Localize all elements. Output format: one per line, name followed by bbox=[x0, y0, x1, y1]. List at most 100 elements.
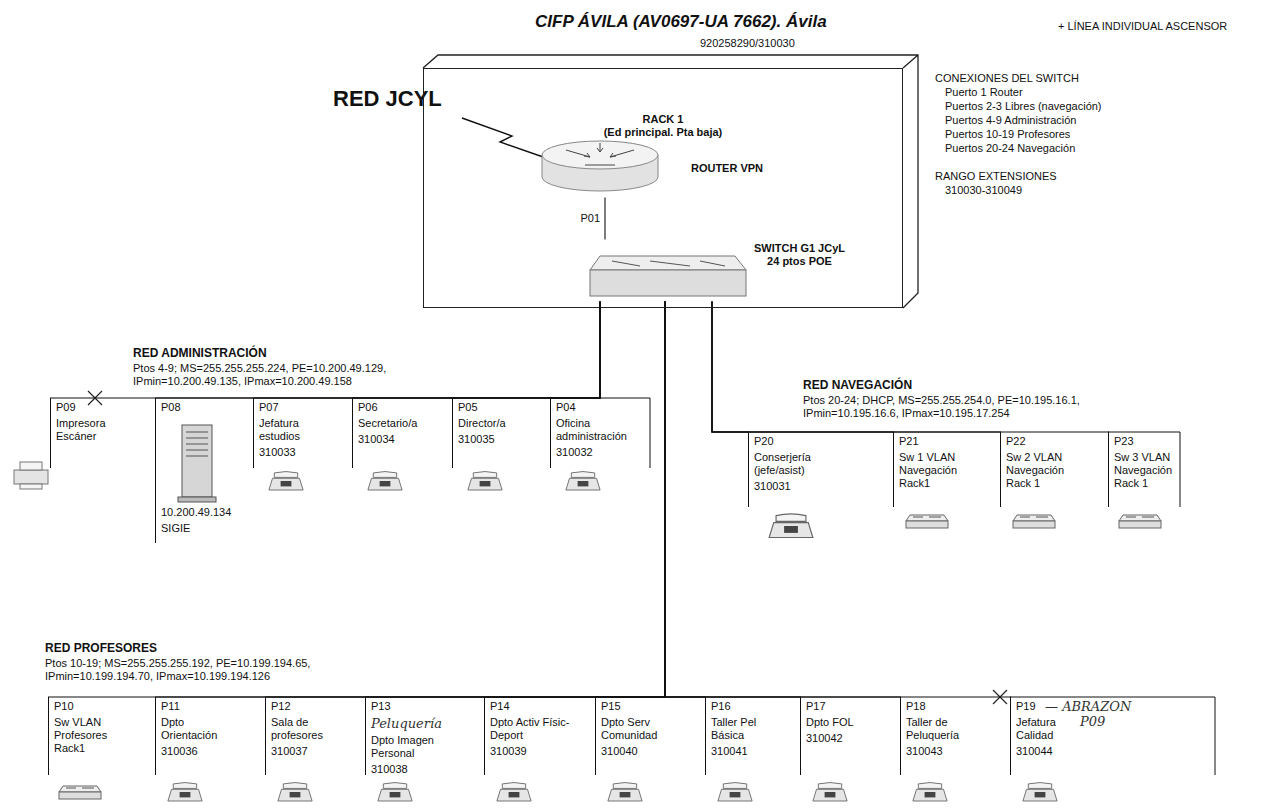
network-link bbox=[266, 302, 666, 698]
note-label: Puerto 1 Router bbox=[945, 86, 1023, 99]
note-label: Puertos 20-24 Navegación bbox=[945, 142, 1075, 155]
port-description: 310035 bbox=[458, 433, 538, 446]
network-link bbox=[485, 302, 666, 698]
teacher-port: P18Taller de Peluquería310043 bbox=[900, 697, 1010, 775]
phone-icon bbox=[168, 783, 202, 801]
port-description: 310039 bbox=[490, 745, 570, 758]
network-link bbox=[551, 302, 601, 399]
port-description: 310041 bbox=[711, 745, 791, 758]
note-label: 310030-310049 bbox=[945, 184, 1022, 197]
nav-port: P22Sw 2 VLAN Navegación Rack 1 bbox=[1000, 432, 1108, 507]
port-description: 310040 bbox=[601, 745, 681, 758]
node-label: RACK 1 bbox=[424, 113, 902, 126]
port-number: P23 bbox=[1114, 435, 1177, 448]
network-link bbox=[596, 302, 666, 698]
bus-end-line bbox=[600, 398, 1215, 775]
port-number: P11 bbox=[161, 700, 262, 713]
port-number: P20 bbox=[754, 435, 890, 448]
printer-icon bbox=[14, 462, 48, 489]
switch-node: SWITCH G1 JCyL24 ptos POE bbox=[588, 240, 850, 302]
network-link bbox=[453, 302, 601, 399]
port-label: P01 bbox=[579, 212, 601, 225]
port-number: P09 bbox=[56, 401, 152, 414]
phone-icon bbox=[378, 783, 412, 801]
note-label: RED JCYL bbox=[333, 86, 442, 112]
note-label: RED ADMINISTRACIÓN bbox=[133, 346, 267, 360]
port-description: Peluquería bbox=[371, 716, 451, 731]
port-description: Jefatura estudios bbox=[259, 417, 339, 443]
teacher-port: P11Dpto Orientación 310036 bbox=[155, 697, 265, 775]
port-number: P10 bbox=[54, 700, 152, 713]
phone-icon bbox=[718, 783, 752, 801]
note-label: Puertos 2-3 Libres (navegación) bbox=[945, 100, 1102, 113]
network-link bbox=[353, 302, 601, 399]
network-link bbox=[604, 198, 605, 240]
port-number: P22 bbox=[1006, 435, 1105, 448]
router-icon bbox=[542, 141, 658, 191]
note-label: RANGO EXTENSIONES bbox=[935, 170, 1057, 183]
node-label: (Ed principal. Pta baja) bbox=[424, 126, 902, 139]
port-description: Sw VLAN Profesores Rack1 bbox=[54, 716, 134, 755]
port-description: 310034 bbox=[358, 433, 438, 446]
note-label: RED PROFESORES bbox=[45, 641, 157, 655]
port-description: Impresora Escáner bbox=[56, 417, 136, 443]
port-description: 310031 bbox=[754, 480, 834, 493]
phone-icon bbox=[468, 472, 502, 490]
rack-box: RACK 1(Ed principal. Pta baja) ROUTER VPN… bbox=[423, 68, 903, 308]
node-label: ROUTER VPN bbox=[685, 162, 770, 175]
node-label: 24 ptos POE bbox=[750, 255, 850, 268]
nav-port: P21Sw 1 VLAN Navegación Rack1 bbox=[893, 432, 1000, 507]
port-number: P18 bbox=[906, 700, 1007, 713]
phone-icon bbox=[566, 472, 600, 490]
port-description: Taller Pel Básica bbox=[711, 716, 791, 742]
note-label: 920258290/310030 bbox=[700, 37, 795, 50]
teacher-port: P12Sala de profesores310037 bbox=[265, 697, 365, 775]
port-description: Dpto FOL bbox=[806, 716, 886, 729]
port-description: 310037 bbox=[271, 745, 351, 758]
switch-icon bbox=[590, 256, 746, 296]
port-number: P04 bbox=[556, 401, 647, 414]
network-link bbox=[51, 302, 601, 399]
port-description: 310043 bbox=[906, 745, 986, 758]
note-label: Puertos 4-9 Administración bbox=[945, 114, 1076, 127]
vlan-switch-icon bbox=[59, 786, 101, 799]
phone-icon bbox=[368, 472, 402, 490]
note-label: RED NAVEGACIÓN bbox=[803, 378, 912, 392]
wan-link bbox=[462, 118, 546, 158]
network-link bbox=[712, 302, 749, 433]
admin-port: P05Director/a310035 bbox=[452, 398, 550, 468]
port-number: P06 bbox=[358, 401, 449, 414]
port-description: Sw 3 VLAN Navegación Rack 1 bbox=[1114, 451, 1177, 490]
node-label: SWITCH G1 JCyL bbox=[750, 242, 850, 255]
port-description: Oficina administración bbox=[556, 417, 636, 443]
port-description: 310036 bbox=[161, 745, 241, 758]
port-description: Dpto Orientación bbox=[161, 716, 241, 742]
port-description: Dpto Imagen Personal bbox=[371, 734, 451, 760]
port-description: 310044 bbox=[1016, 745, 1096, 758]
port-description: 310042 bbox=[806, 732, 886, 745]
phone-icon bbox=[769, 514, 813, 538]
network-link bbox=[366, 302, 666, 698]
phone-icon bbox=[168, 472, 1057, 801]
phone-icon bbox=[278, 783, 312, 801]
note-label: + LÍNEA INDIVIDUAL ASCENSOR bbox=[1058, 20, 1227, 33]
note-label: Ptos 20-24; DHCP, MS=255.255.254.0, PE=1… bbox=[803, 394, 1125, 420]
port-number: P05 bbox=[458, 401, 547, 414]
port-description: Dpto Serv Comunidad bbox=[601, 716, 681, 742]
nav-port: P23 Sw 3 VLAN Navegación Rack 1 bbox=[1108, 432, 1180, 507]
network-link bbox=[665, 302, 901, 698]
teacher-port: P15Dpto Serv Comunidad310040 bbox=[595, 697, 705, 775]
port-description: 310032 bbox=[556, 446, 636, 459]
teacher-port: P10 Sw VLAN Profesores Rack1 bbox=[48, 697, 155, 775]
port-description: Jefatura Calidad bbox=[1016, 716, 1096, 742]
server-icon bbox=[178, 425, 216, 502]
network-link bbox=[156, 302, 666, 698]
note-label: CONEXIONES DEL SWITCH bbox=[935, 72, 1079, 85]
port-description: Secretario/a bbox=[358, 417, 438, 430]
teacher-port: P16Taller Pel Básica310041 bbox=[705, 697, 800, 775]
phone-icon bbox=[269, 472, 303, 490]
network-link bbox=[665, 302, 801, 698]
port-description: 310033 bbox=[259, 446, 339, 459]
teacher-port: P19Jefatura Calidad310044 bbox=[1010, 697, 1215, 775]
